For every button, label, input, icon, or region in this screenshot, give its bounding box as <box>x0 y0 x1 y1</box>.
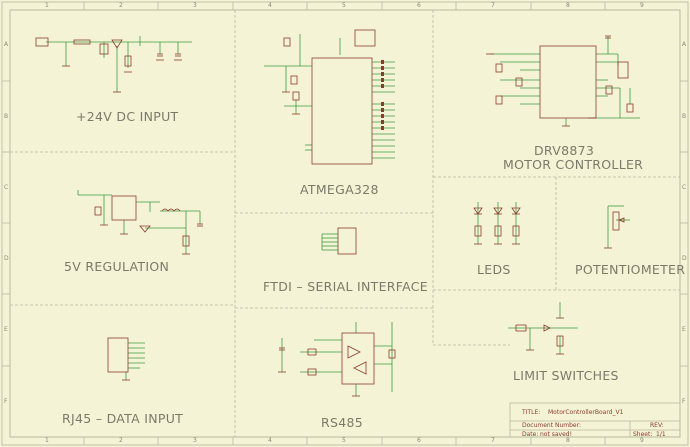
column-label-top-3: 3 <box>193 2 197 9</box>
section-title-dc-input: +24V DC INPUT <box>76 109 179 124</box>
column-label-top-6: 6 <box>417 2 421 9</box>
regulation-circuit <box>77 190 203 255</box>
column-label-bottom-3: 3 <box>193 437 197 444</box>
title-block-date-label: Date: <box>522 431 539 438</box>
row-label-right-c: C <box>682 184 687 191</box>
row-label-right-b: B <box>682 113 687 120</box>
title-block-sheet-label: Sheet: <box>633 431 653 438</box>
row-label-right-e: E <box>682 326 686 333</box>
column-label-bottom-2: 2 <box>119 437 123 444</box>
rs485-circuit <box>278 322 396 397</box>
row-label-right-a: A <box>682 41 687 48</box>
column-ticks <box>83 2 606 445</box>
limit-switches-circuit <box>508 302 578 355</box>
row-label-left-e: E <box>4 326 8 333</box>
section-title-limit-switches: LIMIT SWITCHES <box>513 368 619 383</box>
column-label-top-5: 5 <box>342 2 346 9</box>
row-ticks <box>2 80 688 367</box>
leds-circuit <box>473 202 521 245</box>
ftdi-circuit <box>321 227 357 255</box>
section-title-drv-chip: DRV8873 <box>534 143 595 158</box>
title-block-title-label: TITLE: <box>522 409 541 416</box>
column-label-top-7: 7 <box>491 2 495 9</box>
section-title-ftdi: FTDI – SERIAL INTERFACE <box>263 279 428 294</box>
row-label-left-d: D <box>4 255 9 262</box>
column-label-bottom-9: 9 <box>640 437 644 444</box>
column-label-bottom-1: 1 <box>45 437 49 444</box>
section-title-rs485: RS485 <box>321 415 363 430</box>
row-label-left-c: C <box>4 184 9 191</box>
section-title-atmega: ATMEGA328 <box>300 182 379 197</box>
inner-border <box>9 9 681 438</box>
row-label-right-f: F <box>682 398 686 405</box>
row-label-left-f: F <box>4 398 8 405</box>
column-label-top-2: 2 <box>119 2 123 9</box>
section-title-leds: LEDS <box>477 262 511 277</box>
title-block-sheet-value: 1/1 <box>656 431 666 438</box>
row-label-left-b: B <box>4 113 9 120</box>
row-label-right-d: D <box>682 255 687 262</box>
title-block-title-value: MotorControllerBoard_V1 <box>548 409 624 416</box>
column-label-top-8: 8 <box>566 2 570 9</box>
rj45-circuit <box>107 337 145 381</box>
column-label-bottom-4: 4 <box>268 437 272 444</box>
title-block-doc-label: Document Number: <box>522 422 582 429</box>
section-title-potentiometer: POTENTIOMETER <box>575 262 686 277</box>
atmega-circuit <box>264 29 395 165</box>
column-label-top-4: 4 <box>268 2 272 9</box>
drv8873-circuit <box>486 35 640 127</box>
potentiometer-circuit <box>604 205 630 249</box>
column-label-bottom-6: 6 <box>417 437 421 444</box>
title-block-frame <box>509 402 681 438</box>
column-label-bottom-8: 8 <box>566 437 570 444</box>
row-label-left-a: A <box>4 41 9 48</box>
column-label-bottom-5: 5 <box>342 437 346 444</box>
title-block-rev-label: REV: <box>650 422 664 429</box>
section-title-motor-controller: MOTOR CONTROLLER <box>503 157 644 172</box>
section-title-regulation: 5V REGULATION <box>64 259 170 274</box>
column-label-top-1: 1 <box>45 2 49 9</box>
section-dividers <box>10 10 680 437</box>
title-block-date-value: not saved! <box>540 431 572 438</box>
column-label-top-9: 9 <box>640 2 644 9</box>
dc-input-circuit <box>35 36 192 93</box>
section-title-rj45: RJ45 – DATA INPUT <box>62 411 184 426</box>
column-label-bottom-7: 7 <box>491 437 495 444</box>
